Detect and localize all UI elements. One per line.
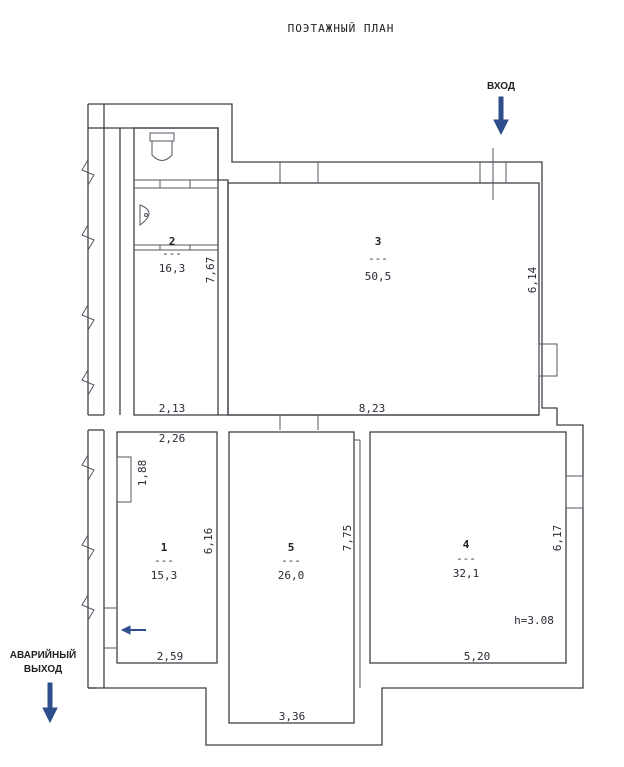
room-4-height: 6,17 <box>551 525 564 552</box>
room-1-separator: --- <box>154 554 174 567</box>
outer-walls <box>81 103 584 746</box>
side-arrow-icon <box>120 625 146 635</box>
room-4-area: 32,1 <box>453 567 480 580</box>
sink-icon <box>139 204 150 226</box>
room-3-number: 3 <box>375 235 382 248</box>
plan-title: ПОЭТАЖНЫЙ ПЛАН <box>288 22 395 35</box>
toilet-icon <box>149 132 175 161</box>
room-2-area: 16,3 <box>159 262 186 275</box>
room-1-top: 2,26 <box>159 432 186 445</box>
room-4-separator: --- <box>456 552 476 565</box>
room-1-area: 15,3 <box>151 569 178 582</box>
entrance-marker: ВХОД <box>487 81 515 136</box>
room-1-number: 1 <box>161 541 168 554</box>
exit-label-line2: ВЫХОД <box>24 664 62 675</box>
exit-label-line1: АВАРИЙНЫЙ <box>10 648 76 661</box>
room-3-separator: --- <box>368 252 388 265</box>
room-5: 5 --- 26,0 7,75 3,36 <box>228 431 361 724</box>
room-4: 4 --- 32,1 6,17 5,20 h=3.08 <box>369 431 584 664</box>
room-1: 1 --- 15,3 2,26 1,88 6,16 2,59 <box>104 431 218 664</box>
room-3-width: 8,23 <box>359 402 386 415</box>
room-5-number: 5 <box>288 541 295 554</box>
room-4-number: 4 <box>463 538 470 551</box>
room-1-small: 1,88 <box>136 460 149 487</box>
room-3-area: 50,5 <box>365 270 392 283</box>
entrance-arrow-icon <box>493 96 509 136</box>
entrance-label: ВХОД <box>487 81 515 92</box>
room-3: 3 --- 50,5 6,14 8,23 <box>227 148 558 416</box>
room-5-width: 3,36 <box>279 710 306 723</box>
room-2: 2 --- 16,3 7,67 2,13 <box>119 127 219 416</box>
room-2-separator: --- <box>162 247 182 260</box>
room-5-area: 26,0 <box>278 569 305 582</box>
room-2-height: 7,67 <box>204 257 217 284</box>
exit-arrow-icon <box>42 682 58 724</box>
room-5-height: 7,75 <box>341 525 354 552</box>
room-5-separator: --- <box>281 554 301 567</box>
emergency-exit-marker: АВАРИЙНЫЙ ВЫХОД <box>10 648 76 724</box>
room-2-width: 2,13 <box>159 402 186 415</box>
room-1-height: 6,16 <box>202 528 215 555</box>
room-4-width: 5,20 <box>464 650 491 663</box>
room-3-height: 6,14 <box>526 266 539 293</box>
room-2-number: 2 <box>169 235 176 248</box>
room-1-width: 2,59 <box>157 650 184 663</box>
ceiling-height: h=3.08 <box>514 614 554 627</box>
